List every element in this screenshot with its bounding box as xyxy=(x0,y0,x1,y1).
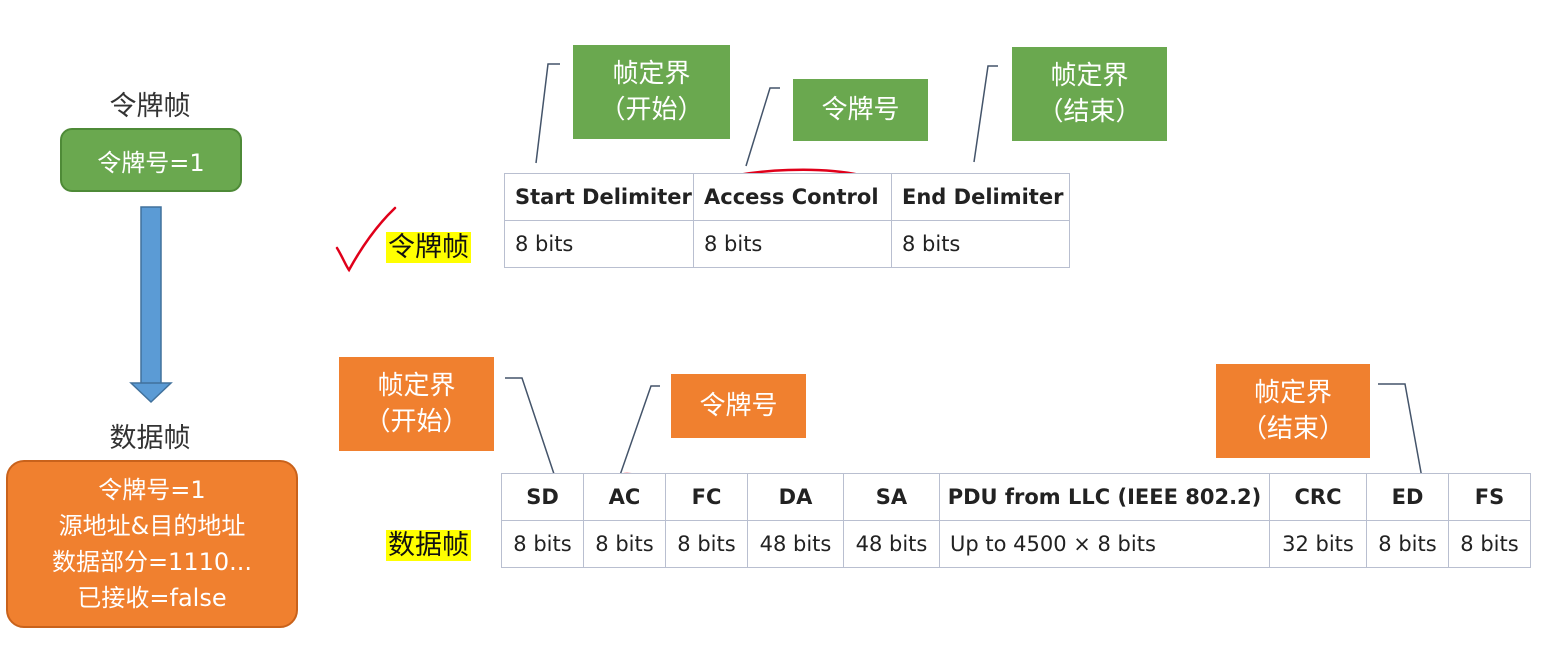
callout-line: 令牌号 xyxy=(699,391,778,421)
field-header: FS xyxy=(1448,473,1531,521)
field-header: Start Delimiter xyxy=(504,173,694,221)
callout-ed: 帧定界 （结束） xyxy=(1216,364,1370,458)
data-frame-row-label: 数据帧 xyxy=(386,529,471,563)
callout-line: （结束） xyxy=(1240,414,1345,444)
callout-line: 帧定界 xyxy=(1050,61,1129,91)
field-header: FC xyxy=(665,473,748,521)
callout-line: 帧定界 xyxy=(612,59,691,89)
field-size: 48 bits xyxy=(843,520,940,568)
callout-line: 帧定界 xyxy=(1253,378,1332,408)
row-label-text: 数据帧 xyxy=(386,530,471,561)
field-size: Up to 4500 × 8 bits xyxy=(939,520,1270,568)
field-header: ED xyxy=(1366,473,1449,521)
data-box-line: 已接收=false xyxy=(77,584,227,612)
callout-line: 令牌号 xyxy=(821,95,900,125)
field-size: 8 bits xyxy=(501,520,584,568)
field-size: 8 bits xyxy=(1448,520,1531,568)
down-arrow-icon xyxy=(129,206,173,404)
field-header: AC xyxy=(583,473,666,521)
field-header: SA xyxy=(843,473,940,521)
leader-line-ac xyxy=(618,385,660,479)
data-frame-title: 数据帧 xyxy=(109,423,191,454)
callout-ac: 令牌号 xyxy=(671,374,806,438)
token-box-text: 令牌号=1 xyxy=(97,148,205,177)
leader-line-start xyxy=(535,63,560,164)
callout-token-number: 令牌号 xyxy=(793,79,928,141)
field-header: PDU from LLC (IEEE 802.2) xyxy=(939,473,1270,521)
table-size-row: 8 bits 8 bits 8 bits 48 bits 48 bits Up … xyxy=(501,520,1531,568)
field-header: End Delimiter xyxy=(891,173,1070,221)
row-label-text: 令牌帧 xyxy=(386,232,471,263)
data-frame-box: 令牌号=1 源地址&目的地址 数据部分=1110... 已接收=false xyxy=(6,460,298,628)
field-header: DA xyxy=(747,473,844,521)
token-frame-box: 令牌号=1 xyxy=(60,128,242,192)
field-size: 8 bits xyxy=(891,220,1070,268)
data-box-line: 令牌号=1 xyxy=(98,476,206,504)
callout-line: （结束） xyxy=(1037,97,1142,127)
callout-start-delimiter: 帧定界 （开始） xyxy=(573,45,730,139)
callout-end-delimiter: 帧定界 （结束） xyxy=(1012,47,1167,141)
token-frame-title: 令牌帧 xyxy=(109,91,191,122)
field-size: 8 bits xyxy=(665,520,748,568)
field-size: 8 bits xyxy=(1366,520,1449,568)
leader-line-end xyxy=(973,65,998,163)
table-header-row: SD AC FC DA SA PDU from LLC (IEEE 802.2)… xyxy=(501,473,1531,521)
table-size-row: 8 bits 8 bits 8 bits xyxy=(504,220,1070,268)
field-size: 48 bits xyxy=(747,520,844,568)
callout-line: 帧定界 xyxy=(377,371,456,401)
token-frame-row-label: 令牌帧 xyxy=(386,231,471,265)
field-size: 8 bits xyxy=(504,220,694,268)
callout-sd: 帧定界 （开始） xyxy=(339,357,494,451)
leader-line-sd xyxy=(505,377,557,481)
field-size: 8 bits xyxy=(583,520,666,568)
data-box-line: 数据部分=1110... xyxy=(51,548,253,576)
data-box-line: 源地址&目的地址 xyxy=(58,512,246,540)
field-header: SD xyxy=(501,473,584,521)
field-size: 32 bits xyxy=(1269,520,1367,568)
callout-line: （开始） xyxy=(599,95,704,125)
field-header: Access Control xyxy=(693,173,892,221)
token-frame-table: Start Delimiter Access Control End Delim… xyxy=(504,173,1070,268)
table-header-row: Start Delimiter Access Control End Delim… xyxy=(504,173,1070,221)
callout-line: （开始） xyxy=(364,407,469,437)
field-header: CRC xyxy=(1269,473,1367,521)
leader-line-ed xyxy=(1378,383,1423,479)
data-frame-table: SD AC FC DA SA PDU from LLC (IEEE 802.2)… xyxy=(501,473,1531,568)
leader-line-token-no xyxy=(745,87,780,167)
field-size: 8 bits xyxy=(693,220,892,268)
